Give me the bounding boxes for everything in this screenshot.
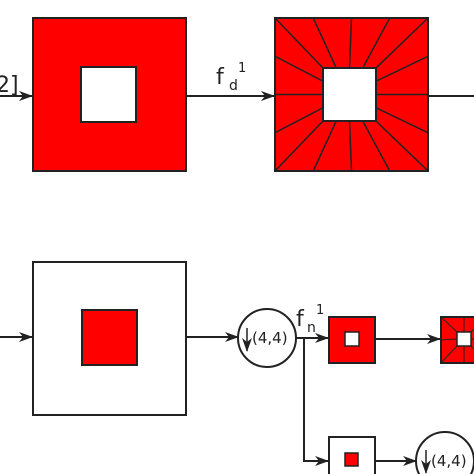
- segment-line: [362, 120, 391, 172]
- svg-text:1: 1: [238, 61, 246, 76]
- small-segmented-square: [440, 316, 474, 364]
- segment-line: [362, 17, 391, 69]
- segment-line: [375, 120, 429, 172]
- segment-line: [348, 17, 353, 69]
- left-bracket-label: 2]: [0, 73, 19, 98]
- svg-text:n: n: [307, 320, 316, 336]
- segment-line: [440, 338, 458, 341]
- red-frame-square: [32, 17, 187, 172]
- segment-line: [375, 17, 429, 69]
- segment-line: [440, 345, 458, 364]
- downsample-circle-1: (4,4): [237, 308, 297, 368]
- segment-line: [274, 55, 324, 82]
- svg-text:f: f: [216, 65, 225, 90]
- segment-line: [312, 120, 337, 172]
- fd-label: f d 1: [216, 61, 246, 94]
- segment-line: [274, 17, 324, 69]
- white-square-red-center: [32, 261, 187, 416]
- svg-text:d: d: [229, 78, 238, 94]
- segment-line: [375, 55, 429, 82]
- downsample-circle-2: (4,4): [415, 431, 474, 474]
- svg-text:f: f: [296, 307, 305, 332]
- segment-line: [312, 17, 337, 69]
- segment-line: [274, 107, 324, 134]
- segment-line: [348, 120, 353, 172]
- arrow-branch-down: [303, 338, 329, 466]
- small-red-frame-square: [328, 316, 376, 364]
- small-white-square-red-center: [328, 436, 376, 474]
- segment-line: [375, 107, 429, 134]
- fn-label: f n 1: [296, 303, 324, 336]
- segmented-red-square: [274, 17, 429, 172]
- down2-label: (4,4): [431, 452, 467, 470]
- svg-text:1: 1: [316, 303, 324, 318]
- segment-line: [440, 316, 458, 333]
- segment-line: [274, 120, 324, 172]
- down1-label: (4,4): [252, 329, 288, 347]
